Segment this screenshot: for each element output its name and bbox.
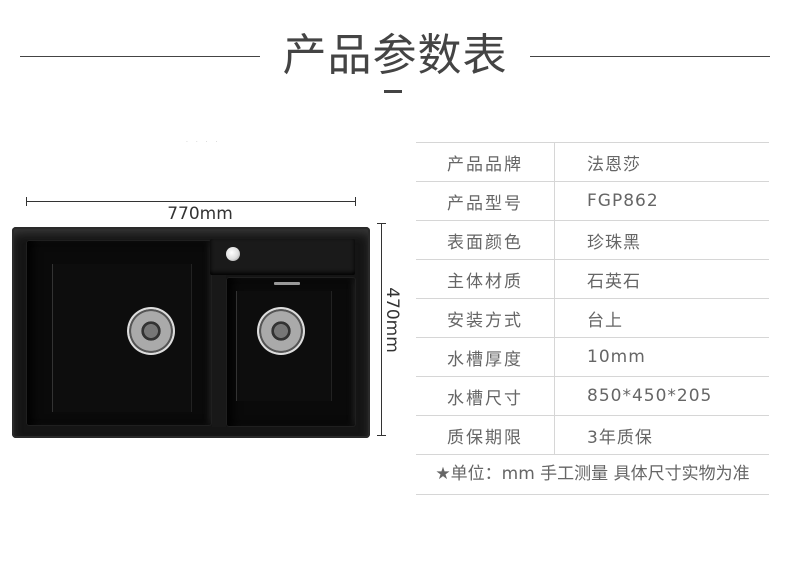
spec-value: FGP862: [587, 191, 659, 211]
drain-strainer-icon: [127, 307, 175, 355]
spec-value: 法恩莎: [587, 154, 641, 175]
spec-key: 质保期限: [416, 415, 555, 455]
title-underline: [384, 90, 402, 93]
title-rule-right: [530, 56, 770, 57]
drain-strainer-icon: [257, 307, 305, 355]
spec-key: 产品品牌: [416, 142, 555, 182]
height-dimension-line: [377, 223, 386, 436]
spec-key: 水槽尺寸: [416, 376, 555, 416]
spec-table: 产品品牌 法恩莎 产品型号 FGP862 表面颜色 珍珠黑 主体材质 石英石 安…: [416, 142, 769, 455]
measurement-note: ★单位：mm 手工测量 具体尺寸实物为准: [416, 455, 769, 495]
spec-key: 水槽厚度: [416, 337, 555, 377]
faucet-hole: [226, 247, 240, 261]
spec-key: 产品型号: [416, 181, 555, 221]
spec-key: 主体材质: [416, 259, 555, 299]
width-dimension-label: 770mm: [167, 204, 233, 224]
spec-value: 台上: [587, 310, 623, 331]
spec-row: 产品品牌 法恩莎: [416, 142, 769, 182]
spec-row: 质保期限 3年质保: [416, 415, 769, 455]
spec-row: 主体材质 石英石: [416, 259, 769, 299]
width-dimension-line: [26, 197, 356, 206]
sink-image: [12, 227, 370, 438]
spec-row: 表面颜色 珍珠黑: [416, 220, 769, 260]
spec-key: 表面颜色: [416, 220, 555, 260]
page-title: 产品参数表: [282, 30, 508, 81]
large-basin: [26, 240, 212, 426]
basin-divider: [212, 275, 226, 427]
spec-row: 水槽尺寸 850*450*205: [416, 376, 769, 416]
decorative-dots: · · · ·: [186, 139, 221, 146]
spec-value: 珍珠黑: [587, 232, 641, 253]
spec-value: 石英石: [587, 271, 641, 292]
spec-value: 10mm: [587, 347, 646, 367]
overflow-slot: [274, 282, 300, 285]
spec-key: 安装方式: [416, 298, 555, 338]
spec-value: 3年质保: [587, 427, 653, 448]
title-rule-left: [20, 56, 260, 57]
spec-row: 安装方式 台上: [416, 298, 769, 338]
spec-row: 产品型号 FGP862: [416, 181, 769, 221]
height-dimension-label: 470mm: [382, 287, 402, 353]
spec-value: 850*450*205: [587, 386, 713, 406]
spec-row: 水槽厚度 10mm: [416, 337, 769, 377]
